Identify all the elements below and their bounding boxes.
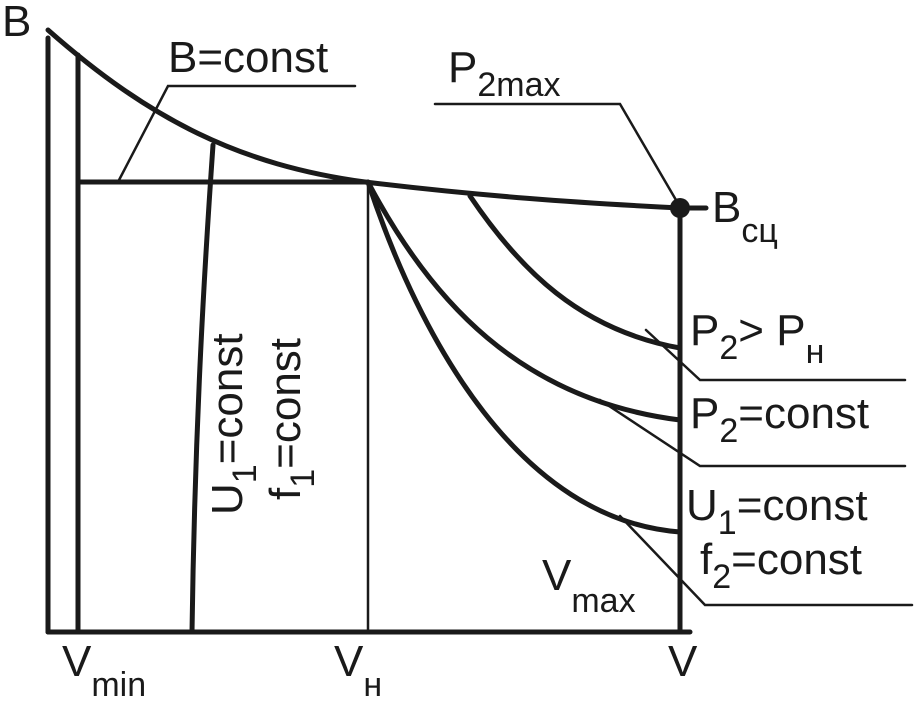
x-axis-label: V: [668, 637, 698, 686]
p2-gt-pn-label: P2> Pн: [690, 306, 824, 371]
f1-const-vertical-label: f1=const: [261, 338, 322, 500]
p2-const-label: P2=const: [690, 389, 869, 450]
vmin-label: Vmin: [62, 637, 146, 703]
u1-f2-leader: [618, 514, 914, 607]
vmax-label: Vmax: [542, 551, 636, 620]
p2max-label: P2max: [448, 43, 561, 104]
max-power-point: [670, 198, 690, 218]
b-const-label: B=const: [168, 33, 328, 82]
p2-const-leader: [598, 398, 907, 468]
f2-const-label: f2=const: [700, 535, 862, 596]
u1-const-right-label: U1=const: [686, 481, 868, 542]
vn-label: Vн: [334, 637, 382, 703]
u1-f2-const-curve: [365, 179, 683, 535]
bsc-label: Bсц: [712, 183, 778, 250]
p2-gt-pn-curve: [467, 193, 683, 351]
y-axis-label: B: [2, 0, 31, 46]
p2max-leader: [433, 102, 678, 202]
u1-f1-const-curve: [189, 142, 216, 635]
p2-const-curve: [365, 179, 683, 423]
b-const-leader: [116, 84, 357, 184]
u1-const-vertical-label: U1=const: [203, 333, 264, 515]
p2-gt-pn-leader: [644, 328, 907, 382]
